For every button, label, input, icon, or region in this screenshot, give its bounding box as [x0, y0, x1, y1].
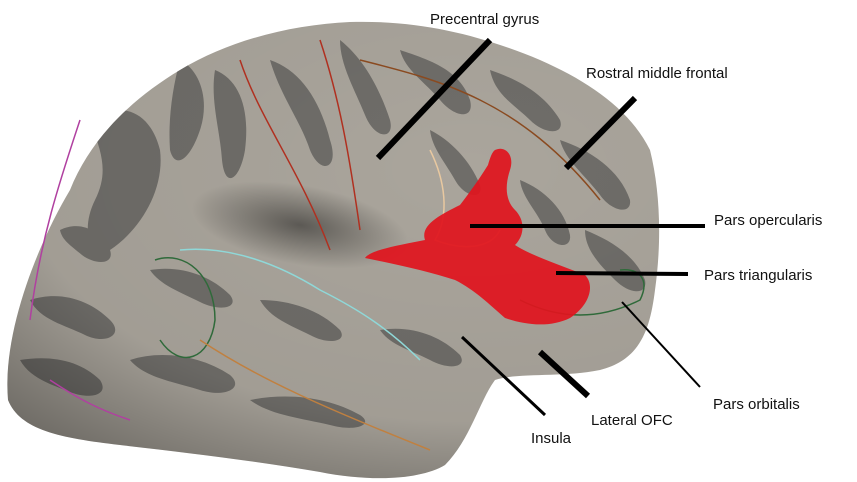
pars-triangularis-pointer [556, 273, 688, 274]
label-pars-triangularis: Pars triangularis [704, 268, 812, 283]
label-precentral-gyrus: Precentral gyrus [430, 12, 539, 27]
label-insula: Insula [531, 431, 571, 446]
label-rostral-middle-frontal: Rostral middle frontal [586, 66, 728, 81]
label-lateral-ofc: Lateral OFC [591, 413, 673, 428]
label-pars-orbitalis: Pars orbitalis [713, 397, 800, 412]
label-pars-opercularis: Pars opercularis [714, 213, 822, 228]
